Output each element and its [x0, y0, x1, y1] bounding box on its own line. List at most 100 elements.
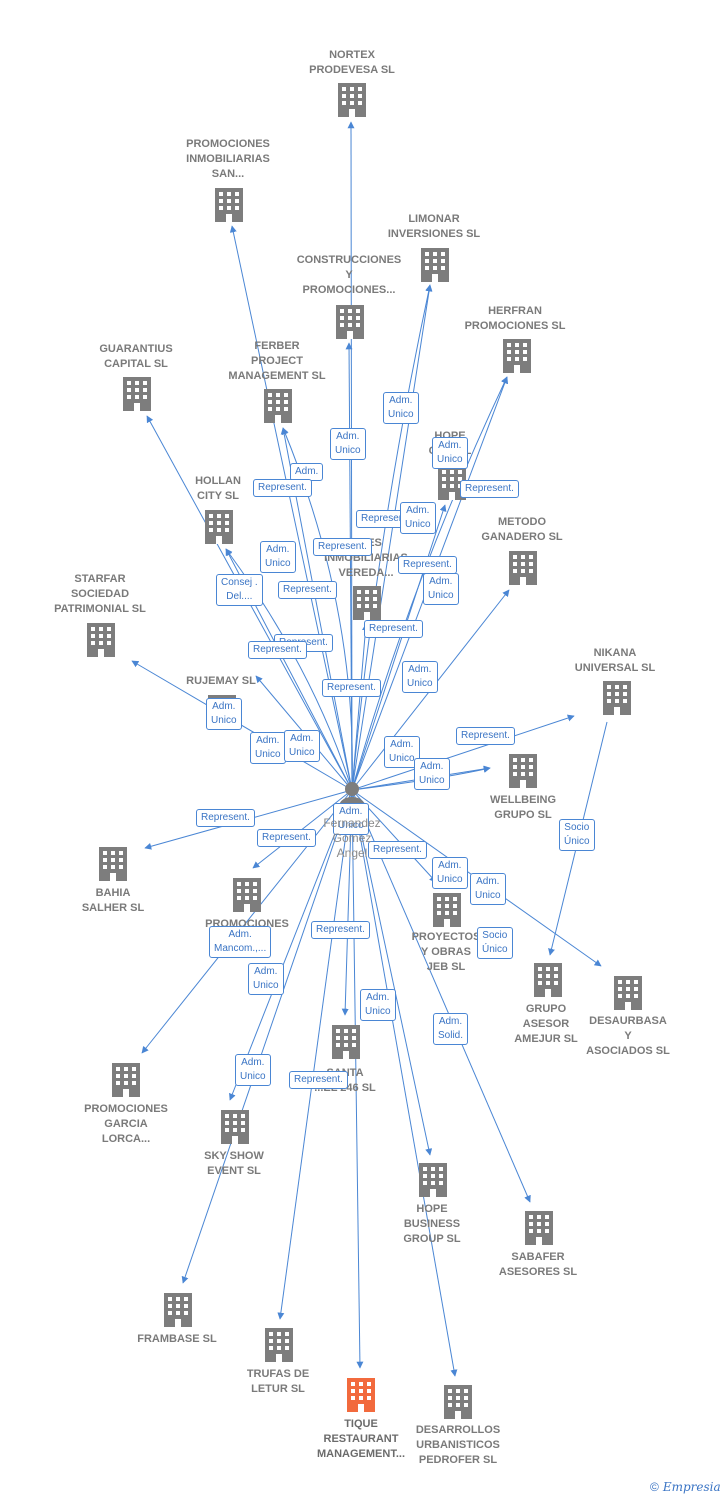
building-icon-guarantius[interactable] — [123, 377, 151, 411]
company-label-desarrollos[interactable]: DESARROLLOS URBANISTICOS PEDROFER SL — [415, 1424, 501, 1466]
building-icon-santa[interactable] — [332, 1025, 360, 1059]
company-label-promgarcia[interactable]: PROMOCIONES GARCIA LORCA... — [84, 1103, 168, 1145]
company-label-wellbeing[interactable]: WELLBEING GRUPO SL — [490, 794, 556, 821]
company-label-tique[interactable]: TIQUE RESTAURANT MANAGEMENT... — [317, 1418, 405, 1460]
edge-to-limonar — [351, 284, 433, 791]
relation-label: Adm. Unico — [432, 857, 468, 889]
relation-label: Represent. — [456, 727, 515, 745]
relation-label: Adm. Unico — [333, 803, 369, 835]
relation-label: Represent. — [368, 841, 427, 859]
company-label-promsan[interactable]: PROMOCIONES INMOBILIARIAS SAN... — [186, 138, 270, 180]
relation-label: Represent. — [278, 581, 337, 599]
company-label-proyectos[interactable]: PROYECTOS Y OBRAS JEB SL — [411, 931, 481, 973]
building-icon-proyectos[interactable] — [433, 893, 461, 927]
relation-label: Represent. — [248, 641, 307, 659]
center-person-label[interactable]: Fernandez Gomez Angel — [323, 816, 381, 860]
company-label-grupoasesor[interactable]: GRUPO ASESOR AMEJUR SL — [514, 1003, 578, 1045]
relation-label: Adm. Unico — [470, 873, 506, 905]
building-icon-sabafer[interactable] — [525, 1211, 553, 1245]
edge-to-promgarcia — [141, 789, 353, 1054]
company-label-starfar[interactable]: STARFAR SOCIEDAD PATRIMONIAL SL — [54, 573, 146, 615]
edge-to-limonar — [351, 284, 433, 791]
building-icon-promgarcia[interactable] — [112, 1063, 140, 1097]
company-label-nortex[interactable]: NORTEX PRODEVESA SL — [309, 49, 395, 76]
company-label-hollan[interactable]: HOLLAN CITY SL — [195, 475, 241, 502]
relation-label: Represent. — [196, 809, 255, 827]
relation-label: Represent. — [289, 1071, 348, 1089]
relation-label: Represent. — [364, 620, 423, 638]
building-icon-grupoasesor[interactable] — [534, 963, 562, 997]
company-label-guarantius[interactable]: GUARANTIUS CAPITAL SL — [99, 343, 173, 370]
building-icon-starfar[interactable] — [87, 623, 115, 657]
relation-label: Adm. Unico — [330, 428, 366, 460]
relation-label: Adm. Unico — [432, 437, 468, 469]
relation-label: Adm. Unico — [402, 661, 438, 693]
building-icon-vereda[interactable] — [353, 586, 381, 620]
building-icon-bahia[interactable] — [99, 847, 127, 881]
copyright-symbol: © — [650, 1480, 659, 1494]
edge-to-frambase — [181, 789, 353, 1284]
edge-to-tique — [351, 789, 364, 1369]
building-icon-wellbeing[interactable] — [509, 754, 537, 788]
company-label-hopebiz[interactable]: HOPE BUSINESS GROUP SL — [403, 1203, 461, 1245]
relation-label: Adm. Unico — [360, 989, 396, 1021]
edge-to-starfar — [131, 660, 353, 791]
building-icon-tique[interactable] — [347, 1378, 375, 1412]
company-label-bahia[interactable]: BAHIA SALHER SL — [81, 887, 145, 914]
edge-to-nikana — [351, 714, 575, 791]
building-icon-frambase[interactable] — [164, 1293, 192, 1327]
relation-label: Adm. Unico — [260, 541, 296, 573]
company-label-skyshow[interactable]: SKY SHOW EVENT SL — [204, 1150, 264, 1177]
relation-label: Adm. Unico — [250, 732, 286, 764]
building-icon-nortex[interactable] — [338, 83, 366, 117]
relation-label: Socio Único — [477, 927, 513, 959]
company-label-construcciones[interactable]: CONSTRUCCIONES Y PROMOCIONES... — [296, 254, 402, 296]
relation-label: Adm. Unico — [206, 698, 242, 730]
building-icon-skyshow[interactable] — [221, 1110, 249, 1144]
relation-label: Adm. Unico — [423, 573, 459, 605]
building-icon-hopebiz[interactable] — [419, 1163, 447, 1197]
building-icon-herfran[interactable] — [503, 339, 531, 373]
relation-label: Represent. — [322, 679, 381, 697]
brand-name: Empresia — [662, 1480, 721, 1494]
edge-to-hopebiz — [351, 789, 433, 1156]
company-label-desaurbasa[interactable]: DESAURBASA Y ASOCIADOS SL — [586, 1015, 670, 1057]
relation-label: Represent. — [460, 480, 519, 498]
building-icon-promxsl[interactable] — [233, 878, 261, 912]
company-label-sabafer[interactable]: SABAFER ASESORES SL — [498, 1251, 578, 1278]
company-label-nikana[interactable]: NIKANA UNIVERSAL SL — [574, 647, 656, 674]
company-label-herfran[interactable]: HERFRAN PROMOCIONES SL — [464, 305, 566, 332]
relation-label: Adm. Unico — [284, 730, 320, 762]
building-icon-trufas[interactable] — [265, 1328, 293, 1362]
relation-label: Represent. — [313, 538, 372, 556]
building-icon-construcciones[interactable] — [336, 305, 364, 339]
edge-to-trufas — [277, 789, 353, 1320]
relation-label: Represent. — [398, 556, 457, 574]
building-icon-hollan[interactable] — [205, 510, 233, 544]
building-icon-promsan[interactable] — [215, 188, 243, 222]
relation-label: Socio Único — [559, 819, 595, 851]
company-label-ferber[interactable]: FERBER PROJECT MANAGEMENT SL — [228, 340, 326, 382]
edge-to-herfran — [351, 376, 508, 791]
relation-label: Adm. Unico — [383, 392, 419, 424]
building-icon-metodo[interactable] — [509, 551, 537, 585]
company-label-trufas[interactable]: TRUFAS DE LETUR SL — [246, 1368, 310, 1395]
building-icon-limonar[interactable] — [421, 248, 449, 282]
building-icon-nikana[interactable] — [603, 681, 631, 715]
brand-watermark[interactable]: ©Empresia — [650, 1480, 721, 1494]
building-icon-ferber[interactable] — [264, 389, 292, 423]
relation-label: Represent. — [257, 829, 316, 847]
relation-label: Adm. Unico — [235, 1054, 271, 1086]
edge-to-promsan — [229, 225, 353, 791]
company-label-frambase[interactable]: FRAMBASE SL — [137, 1333, 217, 1345]
relation-label: Consej . Del.... — [216, 574, 263, 606]
building-icon-desaurbasa[interactable] — [614, 976, 642, 1010]
company-label-limonar[interactable]: LIMONAR INVERSIONES SL — [387, 213, 481, 240]
relation-label: Represent. — [253, 479, 312, 497]
building-icon-desarrollos[interactable] — [444, 1385, 472, 1419]
edge-to-hopecon — [351, 504, 447, 791]
company-label-metodo[interactable]: METODO GANADERO SL — [481, 516, 563, 543]
company-label-rujemay[interactable]: RUJEMAY SL — [186, 675, 256, 687]
relation-label: Adm. Unico — [400, 502, 436, 534]
